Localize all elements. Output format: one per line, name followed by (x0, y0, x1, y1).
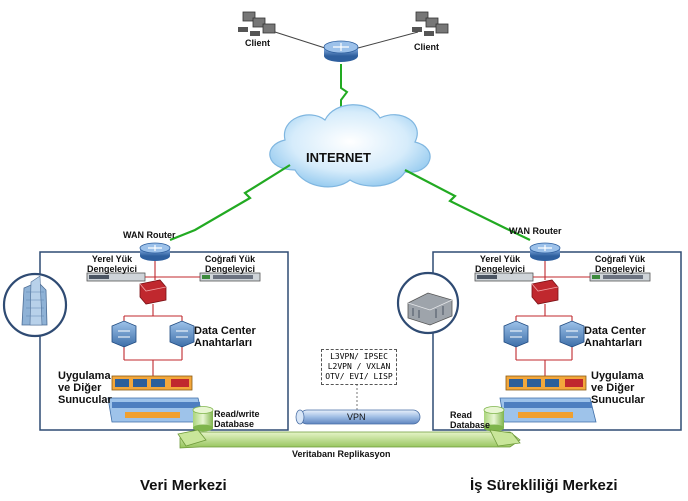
left-wan-router-icon (139, 242, 171, 261)
left-site-name: Veri Merkezi (140, 477, 227, 494)
right-geo-lb-label: Coğrafi Yük Dengeleyici (594, 254, 646, 274)
right-wan-router-icon (529, 242, 561, 261)
client-right-label: Client (414, 42, 440, 52)
left-office-building-icon (2, 272, 68, 338)
vpn-protocol-line-1: L3VPN/ IPSEC (330, 352, 388, 361)
right-dc-switch-b-icon (559, 320, 585, 348)
core-router-icon (323, 40, 359, 62)
right-site-name: İş Sürekliliği Merkezi (470, 477, 618, 494)
internet-cloud-icon (269, 104, 431, 188)
left-dc-switches-label: Data Center Anahtarları (194, 325, 256, 349)
client-left-link (274, 31, 326, 49)
router-internet-link (340, 64, 349, 114)
left-dc-switch-a-icon (111, 320, 137, 348)
internet-left-wan-link (169, 164, 291, 242)
left-local-lb-label: Yerel Yük Dengeleyici (86, 254, 138, 274)
left-firewall-icon (139, 279, 167, 305)
left-geo-lb-label: Coğrafi Yük Dengeleyici (204, 254, 256, 274)
client-left-label: Client (245, 38, 271, 48)
right-servers-label: Uygulama ve Diğer Sunucular (591, 370, 645, 406)
vpn-protocol-line-3: OTV/ EVI/ LISP (325, 372, 393, 381)
left-servers-label: Uygulama ve Diğer Sunucular (58, 370, 112, 406)
vpn-protocol-line-2: L2VPN / VXLAN (327, 362, 391, 371)
client-right-icon (412, 11, 449, 36)
right-firewall-icon (531, 279, 559, 305)
right-dc-switches-label: Data Center Anahtarları (584, 325, 646, 349)
vpn-tunnel-label: VPN (347, 412, 366, 422)
right-data-center-building-icon (396, 271, 460, 335)
right-wan-router-label: WAN Router (509, 226, 562, 236)
internet-right-wan-link (404, 169, 531, 241)
client-right-link (357, 31, 419, 49)
vpn-tunnel-icon (295, 409, 421, 425)
replication-label: Veritabanı Replikasyon (292, 449, 391, 459)
right-local-lb-label: Yerel Yük Dengeleyici (474, 254, 526, 274)
vpn-protocols-box: L3VPN/ IPSEC L2VPN / VXLAN OTV/ EVI/ LIS… (321, 349, 397, 385)
client-left-icon (238, 11, 276, 36)
left-dc-switch-b-icon (169, 320, 195, 348)
internet-label: INTERNET (306, 150, 371, 165)
left-server-rack-icon (107, 375, 205, 423)
right-dc-switch-a-icon (503, 320, 529, 348)
left-database-icon (192, 406, 214, 432)
left-wan-router-label: WAN Router (123, 230, 176, 240)
replication-arrow-icon (177, 429, 521, 449)
left-database-label: Read/write Database (214, 409, 260, 429)
right-internal-links (515, 261, 590, 376)
right-database-label: Read Database (450, 410, 491, 430)
right-server-rack-icon (499, 375, 597, 423)
left-internal-links (123, 261, 200, 376)
right-database-icon (483, 406, 505, 432)
